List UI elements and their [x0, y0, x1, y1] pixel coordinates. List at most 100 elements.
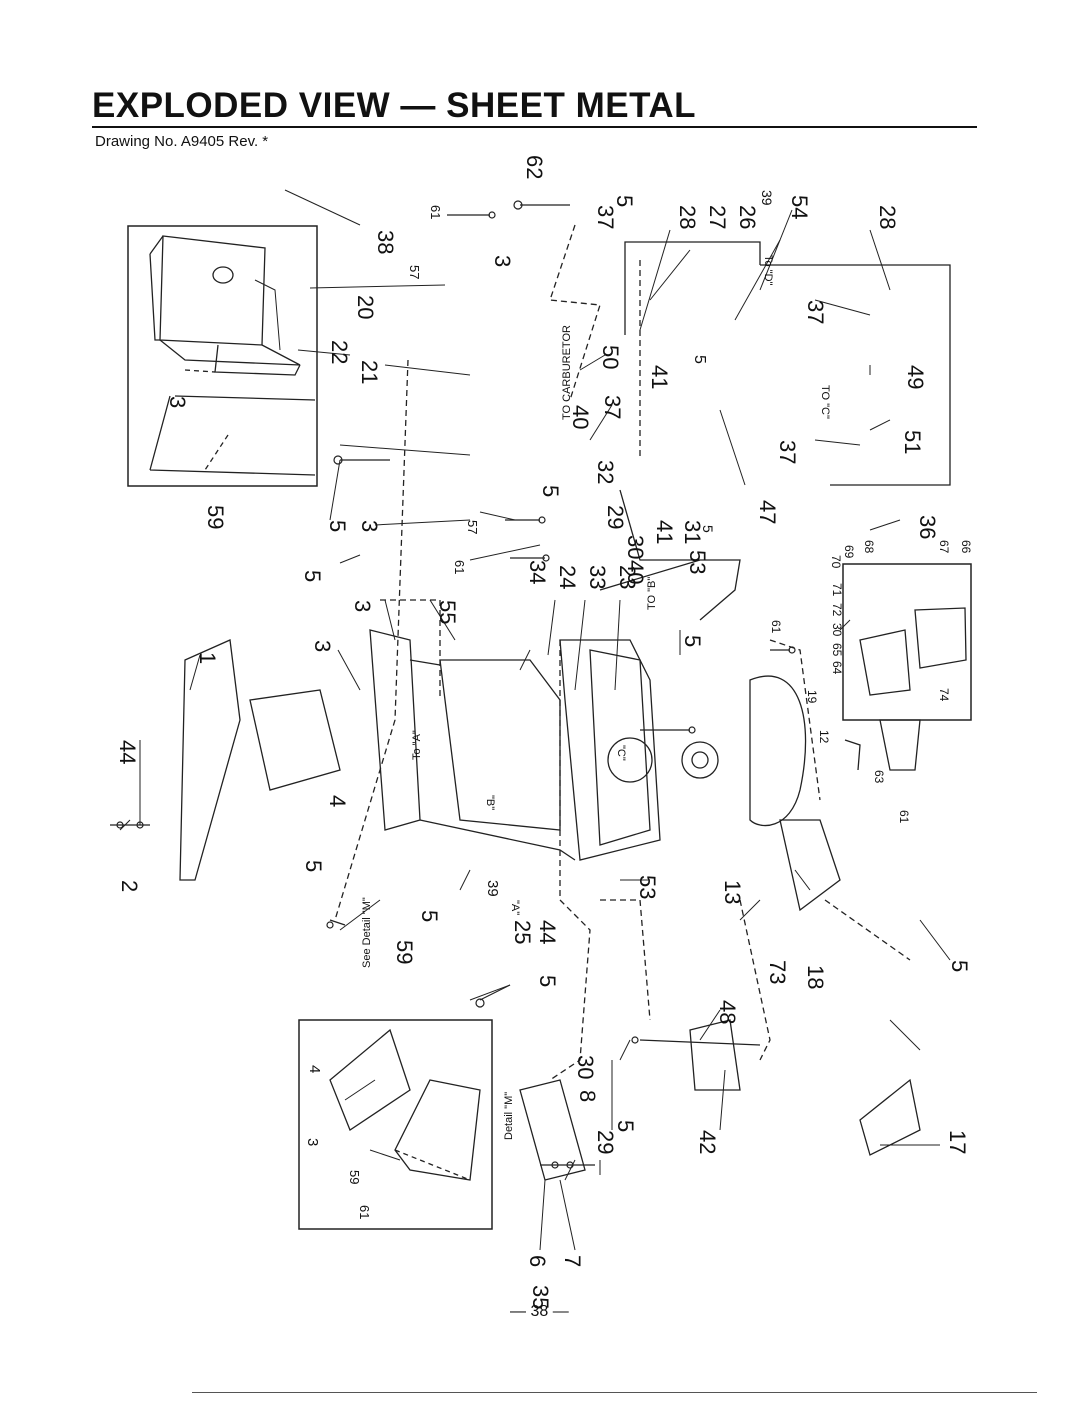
- callout-38: 38: [373, 230, 398, 254]
- callout-36: 36: [915, 515, 940, 539]
- callout-61: 61: [769, 620, 783, 634]
- callout-4: 4: [325, 795, 350, 807]
- callout-63: 63: [872, 770, 886, 784]
- callout-5: 5: [325, 520, 350, 532]
- callout-3: 3: [490, 255, 515, 267]
- callout-67: 67: [937, 540, 951, 554]
- callout-57: 57: [407, 265, 422, 279]
- callout-17: 17: [945, 1130, 970, 1154]
- callout-68: 68: [862, 540, 876, 554]
- callout-59: 59: [392, 940, 417, 964]
- callout-74: 74: [937, 688, 951, 702]
- callout-61: 61: [428, 205, 443, 219]
- callout-61: 61: [357, 1205, 372, 1219]
- callout-5: 5: [947, 960, 972, 972]
- callout-70: 70: [829, 555, 843, 569]
- callout-5: 5: [300, 570, 325, 582]
- callout-3: 3: [350, 600, 375, 612]
- callout-55: 55: [435, 600, 460, 624]
- detail-m-label: Detail "M": [503, 1092, 515, 1140]
- callout-37: 37: [593, 205, 618, 229]
- callout-51: 51: [900, 430, 925, 454]
- to-a-label: To "A": [411, 730, 423, 760]
- mark-c-label: "C": [615, 745, 627, 761]
- callout-53: 53: [685, 550, 710, 574]
- callout-28: 28: [875, 205, 900, 229]
- callout-3: 3: [304, 1138, 321, 1146]
- callout-73: 73: [765, 960, 790, 984]
- mark-a-label: "A": [509, 900, 521, 915]
- page-title: EXPLODED VIEW — SHEET METAL: [92, 86, 697, 125]
- callout-31: 31: [680, 520, 705, 544]
- to-carburetor-label: TO CARBURETOR: [561, 325, 573, 420]
- callout-3: 3: [357, 520, 382, 532]
- callout-5: 5: [301, 860, 326, 872]
- callout-5: 5: [538, 485, 563, 497]
- footer-rule: [192, 1392, 1037, 1393]
- inset-box-top: [127, 225, 318, 487]
- callout-44: 44: [115, 740, 140, 764]
- callout-5: 5: [417, 910, 442, 922]
- to-d-label: To "D": [762, 255, 774, 286]
- callout-37: 37: [803, 300, 828, 324]
- callout-50: 50: [598, 345, 623, 369]
- callout-54: 54: [787, 195, 812, 219]
- to-c-label: TO "C": [819, 385, 831, 419]
- callout-34: 34: [525, 560, 550, 584]
- routing-annotations: TO CARBURETOR To "D" TO "C" TO "B" To "A…: [361, 255, 831, 1140]
- callout-5: 5: [680, 635, 705, 647]
- mark-b-label: "B": [484, 795, 496, 810]
- callout-72: 72: [830, 603, 844, 617]
- callout-8: 8: [575, 1090, 600, 1102]
- title-underline: [92, 126, 977, 128]
- callout-5: 5: [612, 195, 637, 207]
- callout-25: 25: [510, 920, 535, 944]
- callout-23: 23: [615, 565, 640, 589]
- callout-29: 29: [603, 505, 628, 529]
- callout-18: 18: [803, 965, 828, 989]
- callout-40: 40: [623, 560, 648, 584]
- callout-37: 37: [600, 395, 625, 419]
- callout-3: 3: [310, 640, 335, 652]
- callout-42: 42: [695, 1130, 720, 1154]
- callout-22: 22: [327, 340, 352, 364]
- callout-30: 30: [573, 1055, 598, 1079]
- callout-5: 5: [613, 1120, 638, 1132]
- drawing-linework: [110, 189, 972, 1251]
- callout-40: 40: [568, 405, 593, 429]
- callout-41: 41: [647, 365, 672, 389]
- callout-49: 49: [903, 365, 928, 389]
- callout-6: 6: [525, 1255, 550, 1267]
- callout-39: 39: [484, 880, 501, 897]
- callout-19: 19: [805, 690, 819, 704]
- see-detail-m-label: See Detail "M": [361, 897, 373, 968]
- callout-13: 13: [720, 880, 745, 904]
- callout-29: 29: [593, 1130, 618, 1154]
- callout-3: 3: [165, 396, 190, 408]
- callout-39: 39: [759, 190, 775, 206]
- callout-1: 1: [195, 652, 220, 664]
- callout-59: 59: [203, 505, 228, 529]
- callout-5: 5: [535, 975, 560, 987]
- callout-47: 47: [755, 500, 780, 524]
- callout-32: 32: [593, 460, 618, 484]
- drawing-number: Drawing No. A9405 Rev. *: [95, 133, 269, 150]
- callout-4: 4: [306, 1065, 323, 1073]
- callout-71: 71: [830, 583, 844, 597]
- callout-53: 53: [635, 875, 660, 899]
- callout-26: 26: [735, 205, 760, 229]
- callout-61: 61: [897, 810, 911, 824]
- callout-66: 66: [959, 540, 973, 554]
- callout-5: 5: [691, 355, 708, 364]
- callout-30: 30: [830, 623, 844, 637]
- inset-box-detail-m: [298, 1019, 493, 1230]
- callout-65: 65: [830, 643, 844, 657]
- callout-48: 48: [715, 1000, 740, 1024]
- callout-24: 24: [555, 565, 580, 589]
- callout-41: 41: [652, 520, 677, 544]
- callout-37: 37: [775, 440, 800, 464]
- callout-2: 2: [117, 880, 142, 892]
- callout-59: 59: [347, 1170, 362, 1184]
- callout-21: 21: [357, 360, 382, 384]
